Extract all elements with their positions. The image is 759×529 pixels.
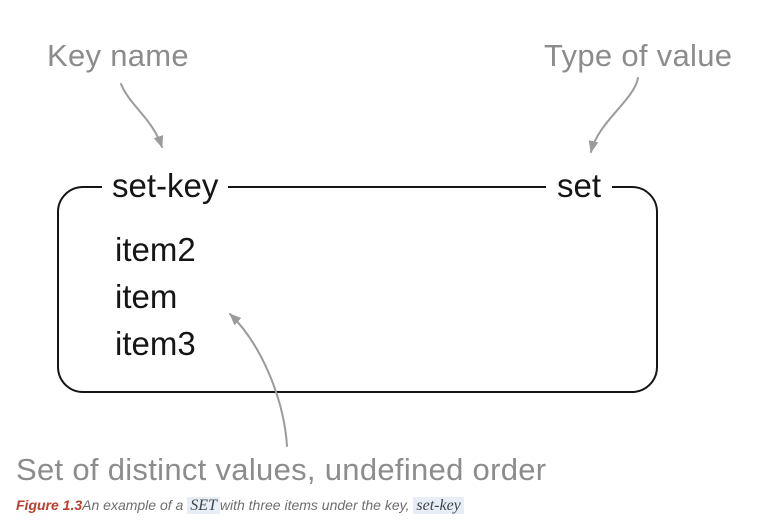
set-items: item2 item item3: [115, 226, 196, 367]
set-type-name: set: [546, 166, 613, 206]
set-box: [57, 186, 658, 393]
figure-number: Figure 1.3: [16, 497, 83, 513]
arrow-type-of-value-icon: [588, 77, 639, 153]
caption-text: with three items under the key,: [219, 497, 414, 513]
set-description-label: Set of distinct values, undefined order: [16, 452, 547, 487]
type-of-value-label: Type of value: [544, 38, 733, 73]
caption-code-set-key: set-key: [413, 497, 464, 514]
caption-code-set: SET: [187, 497, 220, 514]
caption-text: An example of a: [82, 497, 188, 513]
set-item: item2: [115, 231, 196, 268]
set-item: item3: [115, 325, 196, 362]
set-item: item: [115, 278, 178, 315]
set-key-name: set-key: [102, 166, 229, 206]
arrow-key-name-icon: [120, 83, 164, 148]
key-name-label: Key name: [47, 38, 189, 73]
